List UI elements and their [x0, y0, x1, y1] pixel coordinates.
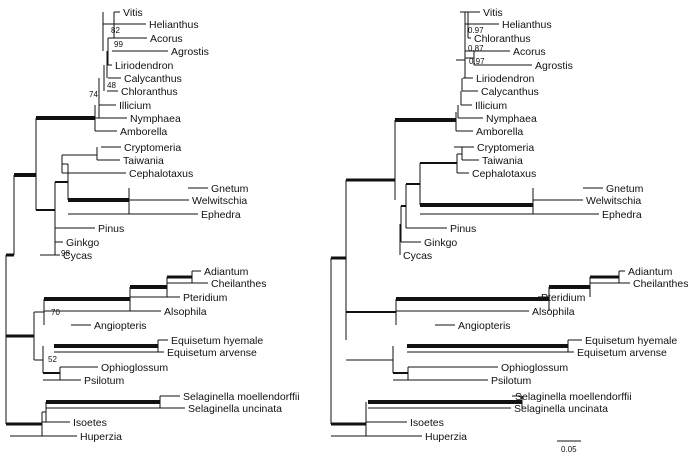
taxon-label-pinus: Pinus: [450, 223, 476, 235]
support-value: 52: [48, 355, 57, 364]
taxon-label-welwitschia: Welwitschia: [586, 195, 641, 207]
taxon-label-calycanthus: Calycanthus: [481, 86, 539, 98]
taxon-label-pteridium: Pteridium: [541, 292, 586, 304]
scale-bar: 0.05: [557, 440, 581, 454]
taxon-label-selaginella-uncinata: Selaginella uncinata: [188, 403, 282, 415]
taxon-label-huperzia: Huperzia: [80, 431, 122, 443]
taxon-label-ephedra: Ephedra: [201, 209, 241, 221]
taxon-label-alsophila: Alsophila: [532, 306, 575, 318]
taxon-label-cycas: Cycas: [403, 250, 432, 262]
taxon-label-cryptomeria: Cryptomeria: [124, 142, 181, 154]
taxon-label-equisetum-hyemale: Equisetum hyemale: [585, 335, 677, 347]
taxon-label-acorus: Acorus: [150, 33, 183, 45]
taxon-label-vitis: Vitis: [483, 7, 503, 19]
taxon-label-acorus: Acorus: [513, 46, 546, 58]
taxon-label-taiwania: Taiwania: [482, 155, 523, 167]
taxon-label-ephedra: Ephedra: [602, 209, 642, 221]
taxon-label-gnetum: Gnetum: [211, 183, 249, 195]
support-value: 48: [107, 81, 116, 90]
taxon-label-calycanthus: Calycanthus: [124, 73, 182, 85]
support-value: 70: [51, 308, 60, 317]
taxon-label-pinus: Pinus: [98, 223, 124, 235]
support-value: 99: [114, 40, 123, 49]
taxon-label-cheilanthes: Cheilanthes: [633, 278, 688, 290]
scale-bar-label: 0.05: [561, 445, 577, 454]
taxon-label-nymphaea: Nymphaea: [130, 113, 181, 125]
taxon-label-angiopteris: Angiopteris: [94, 320, 147, 332]
taxon-label-chloranthus: Chloranthus: [121, 86, 178, 98]
support-value: 98: [61, 249, 70, 258]
taxon-label-ophioglossum: Ophioglossum: [101, 362, 168, 374]
support-value: 0.97: [469, 57, 485, 66]
taxon-label-isoetes: Isoetes: [73, 417, 107, 429]
support-value: 0.97: [468, 26, 484, 35]
taxon-label-cryptomeria: Cryptomeria: [477, 142, 534, 154]
taxon-label-amborella: Amborella: [476, 126, 523, 138]
taxon-label-equisetum-arvense: Equisetum arvense: [577, 347, 667, 359]
taxon-label-nymphaea: Nymphaea: [486, 113, 537, 125]
taxon-label-taiwania: Taiwania: [123, 155, 164, 167]
taxon-label-cycas: Cycas: [63, 250, 92, 262]
taxon-label-helianthus: Helianthus: [502, 19, 552, 31]
taxon-label-isoetes: Isoetes: [410, 417, 444, 429]
taxon-label-illicium: Illicium: [475, 100, 507, 112]
left-phylogenetic-tree: VitisHelianthusAcorusAgrostisLiriodendro…: [5, 7, 300, 443]
taxon-label-cephalotaxus: Cephalotaxus: [472, 168, 536, 180]
taxon-label-gnetum: Gnetum: [606, 183, 644, 195]
taxon-label-helianthus: Helianthus: [149, 19, 199, 31]
taxon-label-psilotum: Psilotum: [84, 375, 125, 387]
taxon-label-welwitschia: Welwitschia: [192, 195, 247, 207]
taxon-label-equisetum-arvense: Equisetum arvense: [167, 347, 257, 359]
taxon-label-psilotum: Psilotum: [491, 375, 532, 387]
taxon-label-agrostis: Agrostis: [171, 46, 209, 58]
taxon-label-selaginella-moellendorffii: Selaginella moellendorffii: [515, 391, 632, 403]
taxon-label-adiantum: Adiantum: [204, 266, 249, 278]
support-value: 74: [89, 90, 98, 99]
taxon-label-illicium: Illicium: [119, 100, 151, 112]
taxon-label-ginkgo: Ginkgo: [424, 237, 457, 249]
taxon-label-liriodendron: Liriodendron: [476, 73, 535, 85]
taxon-label-angiopteris: Angiopteris: [458, 320, 511, 332]
taxon-label-selaginella-moellendorffii: Selaginella moellendorffii: [183, 391, 300, 403]
taxon-label-cephalotaxus: Cephalotaxus: [129, 168, 193, 180]
taxon-label-chloranthus: Chloranthus: [474, 33, 531, 45]
support-value: 0.87: [468, 44, 484, 53]
taxon-label-agrostis: Agrostis: [535, 60, 573, 72]
taxon-label-ophioglossum: Ophioglossum: [501, 362, 568, 374]
taxon-label-liriodendron: Liriodendron: [115, 60, 174, 72]
taxon-label-amborella: Amborella: [120, 126, 167, 138]
taxon-label-equisetum-hyemale: Equisetum hyemale: [171, 335, 263, 347]
taxon-label-adiantum: Adiantum: [628, 266, 673, 278]
taxon-label-selaginella-uncinata: Selaginella uncinata: [514, 403, 608, 415]
taxon-label-alsophila: Alsophila: [164, 306, 207, 318]
taxon-label-pteridium: Pteridium: [183, 292, 228, 304]
support-value: 82: [111, 26, 120, 35]
taxon-label-huperzia: Huperzia: [425, 431, 467, 443]
right-phylogenetic-tree: VitisHelianthusChloranthusAcorusAgrostis…: [330, 7, 688, 443]
taxon-label-ginkgo: Ginkgo: [66, 237, 99, 249]
taxon-label-vitis: Vitis: [123, 7, 143, 19]
taxon-label-cheilanthes: Cheilanthes: [211, 278, 266, 290]
